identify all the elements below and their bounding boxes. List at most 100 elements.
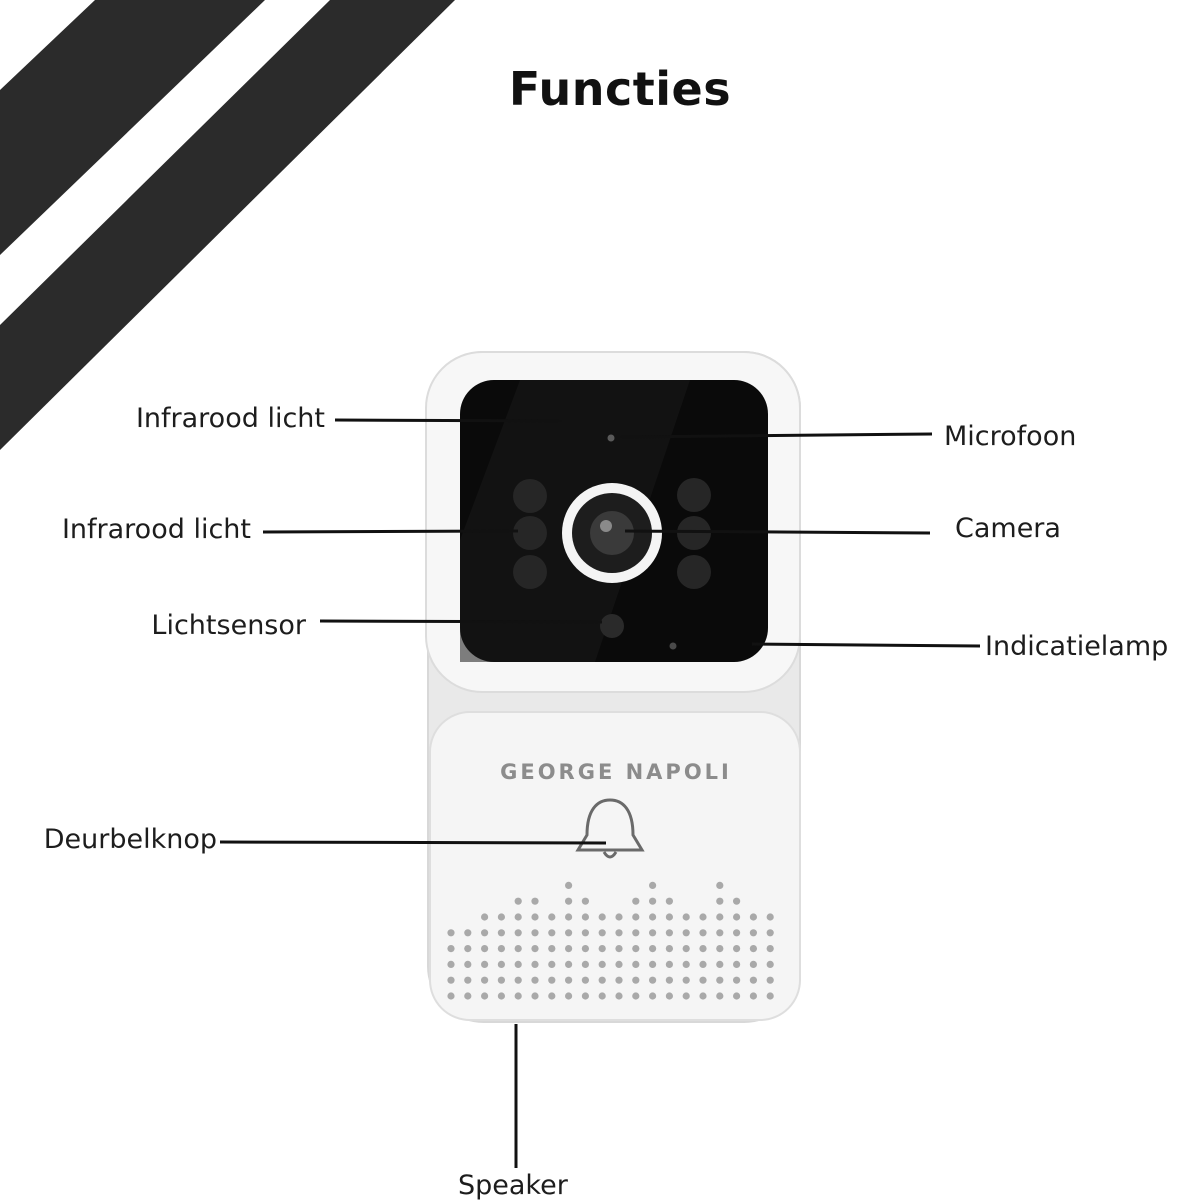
grille-hole <box>565 976 573 984</box>
grille-hole <box>531 976 539 984</box>
grille-hole <box>531 992 539 1000</box>
grille-hole <box>581 897 590 905</box>
grille-hole <box>699 929 707 937</box>
grille-hole <box>665 913 674 921</box>
grille-hole <box>464 945 472 953</box>
grille-hole <box>665 929 674 937</box>
grille-hole <box>497 976 505 984</box>
grille-hole <box>514 992 522 1000</box>
grille-hole <box>581 929 590 937</box>
leader-light-sensor <box>319 619 603 624</box>
grille-hole <box>497 913 505 921</box>
ir-led <box>677 478 711 512</box>
stripe-1 <box>0 0 265 255</box>
grille-hole <box>733 992 741 1000</box>
grille-hole <box>733 913 741 921</box>
grille-hole <box>632 913 640 921</box>
grille-hole <box>447 960 455 969</box>
grille-hole <box>464 960 472 969</box>
ir-led <box>513 479 547 513</box>
grille-hole <box>665 960 674 969</box>
grille-hole <box>665 992 674 1000</box>
ir-led <box>677 555 711 589</box>
grille-hole <box>733 929 741 937</box>
leader-camera <box>624 529 931 535</box>
grille-hole <box>531 929 539 937</box>
grille-hole <box>649 897 657 905</box>
grille-hole <box>514 913 522 921</box>
doorbell-device <box>425 351 801 1023</box>
grille-hole <box>766 945 774 953</box>
grille-hole <box>682 929 690 937</box>
grille-hole <box>447 976 455 984</box>
grille-hole <box>699 992 707 1000</box>
grille-hole <box>766 913 774 921</box>
grille-hole <box>598 960 606 969</box>
brand-logo-text: GEORGE NAPOLI <box>500 760 732 784</box>
grille-hole <box>598 945 606 953</box>
bell-icon <box>575 798 645 859</box>
grille-hole <box>749 992 758 1000</box>
grille-hole <box>548 929 556 937</box>
ir-led <box>677 516 711 550</box>
leader-infrared-mid <box>262 529 519 534</box>
leader-microphone <box>619 432 933 439</box>
grille-hole <box>766 960 774 969</box>
grille-hole <box>665 897 674 905</box>
grille-hole <box>649 976 657 984</box>
grille-hole <box>598 976 606 984</box>
grille-hole <box>615 913 623 921</box>
grille-hole <box>632 929 640 937</box>
label-infrared-mid: Infrarood licht <box>61 514 251 545</box>
ir-led <box>513 516 547 550</box>
grille-hole <box>531 897 539 905</box>
grille-hole <box>632 897 640 905</box>
grille-hole <box>497 960 505 969</box>
label-speaker: Speaker <box>458 1170 568 1201</box>
grille-hole <box>682 976 690 984</box>
grille-hole <box>682 945 690 953</box>
grille-hole <box>733 945 741 953</box>
grille-hole <box>565 897 573 905</box>
grille-hole <box>481 913 489 921</box>
grille-hole <box>716 913 724 921</box>
grille-hole <box>699 945 707 953</box>
grille-hole <box>581 945 590 953</box>
grille-hole <box>716 945 724 953</box>
grille-hole <box>699 976 707 984</box>
label-camera: Camera <box>955 513 1061 544</box>
grille-hole <box>649 945 657 953</box>
grille-hole <box>598 992 606 1000</box>
microphone-hole <box>607 434 615 442</box>
grille-hole <box>766 992 774 1000</box>
grille-hole <box>649 992 657 1000</box>
label-infrared-top: Infrarood licht <box>135 403 325 434</box>
grille-hole <box>733 897 741 905</box>
grille-hole <box>531 913 539 921</box>
grille-hole <box>665 976 674 984</box>
grille-hole <box>565 960 573 969</box>
grille-hole <box>548 976 556 984</box>
grille-hole <box>682 913 690 921</box>
grille-hole <box>766 929 774 937</box>
grille-hole <box>581 976 590 984</box>
grille-hole <box>565 945 573 953</box>
grille-hole <box>615 992 623 1000</box>
grille-hole <box>497 929 505 937</box>
grille-hole <box>565 913 573 921</box>
speaker-grille <box>447 881 774 1000</box>
leader-infrared-top <box>334 418 563 423</box>
grille-hole <box>464 976 472 984</box>
grille-hole <box>598 929 606 937</box>
grille-hole <box>464 929 472 937</box>
grille-hole <box>716 881 724 890</box>
grille-hole <box>481 960 489 969</box>
grille-hole <box>716 976 724 984</box>
grille-hole <box>749 960 758 969</box>
grille-hole <box>514 897 522 905</box>
grille-hole <box>548 960 556 969</box>
grille-hole <box>447 992 455 1000</box>
leader-lines <box>219 418 981 1168</box>
grille-hole <box>531 960 539 969</box>
